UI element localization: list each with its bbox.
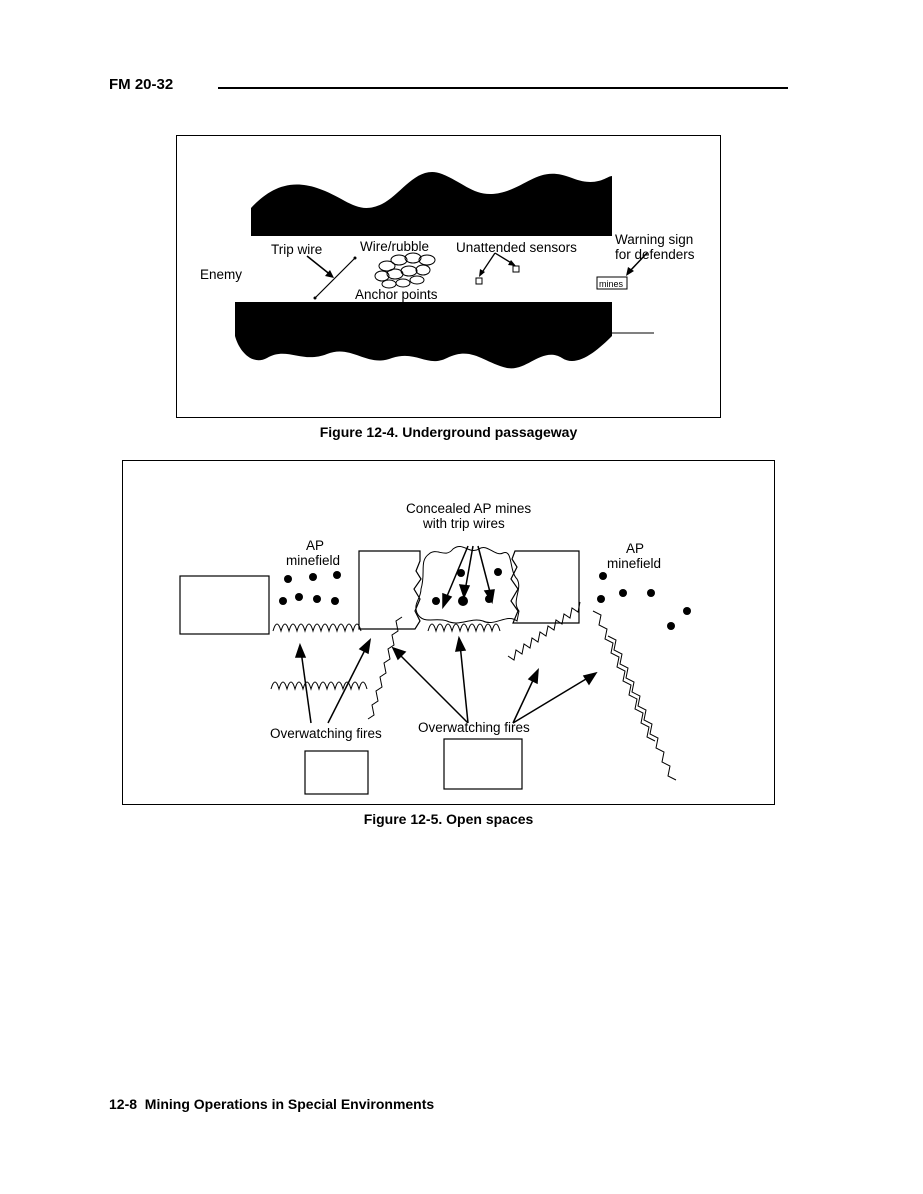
sensor-icon bbox=[512, 265, 520, 273]
overwatching-fires-left-label: Overwatching fires bbox=[270, 726, 382, 741]
enemy-label: Enemy bbox=[200, 267, 242, 282]
warning-sign-label-line1: Warning sign bbox=[615, 232, 693, 247]
right-minefield-mines bbox=[597, 572, 691, 630]
figure-underground-passageway: mines Trip wire Wire/rubble Unattended s… bbox=[176, 135, 721, 418]
overwatch-fire-arrows bbox=[294, 545, 598, 724]
concealed-mines-label-line2: with trip wires bbox=[422, 516, 505, 531]
document-header: FM 20-32 bbox=[109, 76, 174, 93]
wire-rubble-label: Wire/rubble bbox=[360, 239, 429, 254]
tunnel-upper-wall bbox=[251, 171, 612, 236]
anchor-points-label: Anchor points bbox=[355, 287, 438, 302]
figure-12-4-caption: Figure 12-4. Underground passageway bbox=[319, 424, 578, 440]
ap-minefield-left-line2: minefield bbox=[286, 553, 340, 568]
warning-sign-text: mines bbox=[599, 279, 624, 289]
trip-wire-label: Trip wire bbox=[271, 242, 322, 257]
sensor-icon bbox=[475, 277, 483, 285]
tunnel-lower-wall bbox=[235, 302, 612, 369]
overwatching-fires-right-label: Overwatching fires bbox=[418, 720, 530, 735]
building bbox=[443, 738, 523, 790]
concertina-wire bbox=[270, 601, 677, 781]
ap-minefield-right-line1: AP bbox=[626, 541, 644, 556]
concealed-mines-label-line1: Concealed AP mines bbox=[406, 501, 531, 516]
figure-open-spaces: Concealed AP mines with trip wires AP mi… bbox=[122, 460, 775, 805]
anchor-point bbox=[353, 256, 357, 260]
wire-rubble-icon bbox=[374, 252, 436, 289]
unattended-sensors-label: Unattended sensors bbox=[456, 240, 577, 255]
open-spaces-diagram: Concealed AP mines with trip wires AP mi… bbox=[179, 501, 691, 795]
warning-sign bbox=[596, 276, 628, 290]
building bbox=[510, 550, 580, 624]
left-minefield-mines bbox=[279, 571, 341, 605]
header-rule bbox=[218, 87, 788, 89]
figure-12-5-caption: Figure 12-5. Open spaces bbox=[363, 811, 534, 827]
warning-sign-label-line2: for defenders bbox=[615, 247, 695, 262]
rubble-area bbox=[415, 545, 520, 624]
ap-minefield-right-line2: minefield bbox=[607, 556, 661, 571]
underground-passageway-diagram: mines Trip wire Wire/rubble Unattended s… bbox=[200, 171, 695, 369]
trip-wire bbox=[314, 257, 356, 299]
building bbox=[358, 550, 422, 630]
building bbox=[179, 575, 270, 635]
page-footer: 12-8 Mining Operations in Special Enviro… bbox=[109, 1096, 435, 1112]
anchor-point bbox=[313, 296, 317, 300]
building bbox=[304, 750, 369, 795]
ap-minefield-left-line1: AP bbox=[306, 538, 324, 553]
